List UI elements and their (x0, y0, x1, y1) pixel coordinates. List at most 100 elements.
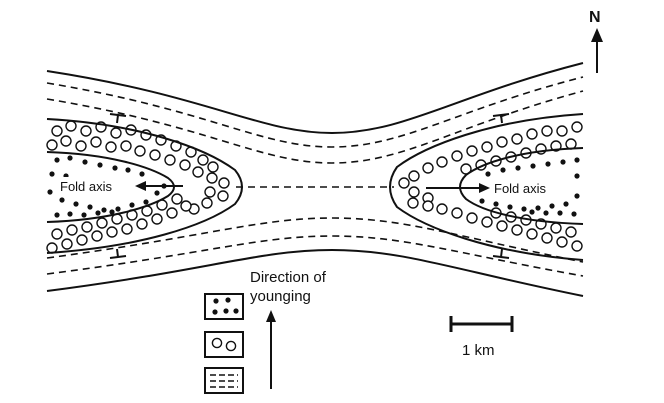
conglomerate-clast (121, 223, 133, 235)
sandstone-dot (571, 211, 577, 217)
sandstone-dot (95, 210, 101, 216)
conglomerate-clast (408, 170, 420, 182)
strike-dip-symbol-bottom-right (492, 248, 510, 259)
conglomerate-clast (61, 238, 73, 250)
legend-circles-pattern (211, 337, 237, 352)
sandstone-dot (101, 207, 107, 213)
outer-top-boundary (46, 62, 584, 135)
conglomerate-clast (166, 207, 178, 219)
north-label: N (589, 9, 601, 26)
scale-bar: 1 km (449, 316, 514, 359)
conglomerate-clast (204, 186, 216, 198)
sandstone-dot (67, 211, 73, 217)
conglomerate-clast (164, 154, 176, 166)
conglomerate-clast (65, 120, 77, 132)
conglomerate-clast (571, 121, 583, 133)
conglomerate-clast (526, 228, 538, 240)
sandstone-dot (529, 209, 535, 215)
conglomerate-clast (541, 232, 553, 244)
fold-axis-right-label: Fold axis (494, 181, 547, 196)
sandstone-dot (97, 162, 103, 168)
sandstone-dot (139, 171, 145, 177)
conglomerate-clast (556, 125, 568, 137)
younging-arrowhead (266, 310, 276, 322)
north-arrowhead (591, 28, 603, 42)
conglomerate-clast (179, 159, 191, 171)
conglomerate-clast (556, 236, 568, 248)
left-outer-closure (46, 118, 243, 254)
fold-axis-left-label: Fold axis (60, 179, 113, 194)
sandstone-dot (574, 193, 580, 199)
conglomerate-clast (496, 136, 508, 148)
conglomerate-clast (197, 154, 209, 166)
conglomerate-clast (192, 166, 204, 178)
conglomerate-clast (550, 222, 562, 234)
conglomerate-clast (110, 127, 122, 139)
conglomerate-clast (466, 212, 478, 224)
conglomerate-clast (571, 240, 583, 252)
sandstone-dot (112, 165, 118, 171)
sandstone-dot (557, 210, 563, 216)
sandstone-dot (73, 201, 79, 207)
sandstone-dot (574, 173, 580, 179)
conglomerate-clast (408, 186, 420, 198)
sandstone-dot (500, 167, 506, 173)
dashed-top-2 (46, 90, 584, 164)
conglomerate-clast (207, 161, 219, 173)
sandstone-dot (87, 204, 93, 210)
strike-dip-symbol-top-left (109, 113, 127, 124)
sandstone-dot (549, 203, 555, 209)
fold-axis-left: Fold axis (60, 179, 183, 194)
sandstone-dot (115, 206, 121, 212)
conglomerate-clast (80, 125, 92, 137)
fold-axis-label-right-bg (490, 179, 564, 197)
fold-axis-right: Fold axis (426, 181, 547, 196)
conglomerate-clast (105, 141, 117, 153)
conglomerate-clast (136, 218, 148, 230)
conglomerate-clast (422, 162, 434, 174)
sandstone-dot (560, 159, 566, 165)
conglomerate-clast (180, 200, 192, 212)
sandstone-dot (507, 204, 513, 210)
conglomerate-clast (511, 224, 523, 236)
sandstone-dot (535, 205, 541, 211)
sandstone-dot (515, 165, 521, 171)
sandstone-dot (49, 171, 55, 177)
conglomerate-clast (91, 230, 103, 242)
conglomerate-clast (60, 135, 72, 147)
conglomerate-clast (565, 226, 577, 238)
dashed-bottom-2 (46, 217, 584, 263)
outer-bottom-boundary (46, 248, 584, 297)
sandstone-dot (543, 210, 549, 216)
conglomerate-clast (171, 193, 183, 205)
fold-axis-right-arrowhead (479, 183, 490, 193)
strike-dip-symbol-bottom-left (109, 248, 127, 259)
sandstone-dot (109, 209, 115, 215)
conglomerate-clast (151, 213, 163, 225)
conglomerate-clast (496, 220, 508, 232)
conglomerate-clast (149, 149, 161, 161)
conglomerate-clast (218, 177, 230, 189)
conglomerate-clast (436, 156, 448, 168)
conglomerate-clast (81, 221, 93, 233)
conglomerate-clast (96, 217, 108, 229)
conglomerate-clast (66, 224, 78, 236)
conglomerate-clast (201, 197, 213, 209)
conglomerate-clast (422, 200, 434, 212)
conglomerate-clast (481, 141, 493, 153)
conglomerate-clast (466, 145, 478, 157)
dots-layer (47, 155, 580, 218)
sandstone-dot (479, 198, 485, 204)
legend-box-dots (204, 293, 244, 320)
right-outer-closure (389, 113, 584, 261)
circles-layer (46, 120, 583, 254)
sandstone-dot (530, 163, 536, 169)
legend: Direction of younging (204, 269, 327, 394)
conglomerate-clast (541, 125, 553, 137)
north-arrow: N (589, 9, 603, 73)
fold-axis-label-left-bg (56, 177, 130, 195)
conglomerate-clast (206, 172, 218, 184)
legend-title-line1: Direction of (250, 269, 327, 286)
legend-title-line2: younging (250, 288, 311, 305)
